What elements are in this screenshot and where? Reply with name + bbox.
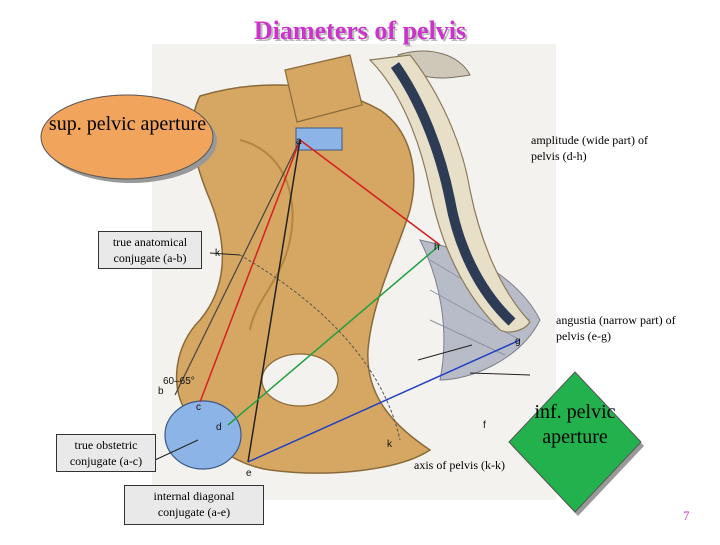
- spinal-canal: [390, 62, 516, 326]
- point-a: a: [296, 136, 302, 147]
- point-k-lower: k: [387, 439, 393, 450]
- inf-aperture-diamond: [508, 371, 642, 513]
- inf-aperture-label: inf. pelvic aperture: [534, 401, 616, 448]
- point-h: h: [434, 242, 440, 253]
- slide-title: Diameters of pelvis: [253, 16, 467, 45]
- diagonal-conjugate-line: [247, 139, 301, 463]
- true-obstetric-conjugate-label: true obstetric conjugate (a-c): [56, 434, 156, 472]
- angle-label: 60–65°: [163, 376, 195, 387]
- hip-bone: [175, 84, 432, 474]
- bone-contour: [239, 139, 294, 331]
- point-b: b: [158, 386, 164, 397]
- amplitude-label: amplitude (wide part) of pelvis (d-h): [531, 133, 648, 163]
- pointer-k: [209, 252, 241, 256]
- internal-diagonal-conjugate-label: internal diagonal conjugate (a-e): [124, 485, 264, 525]
- sup-aperture-label: sup. pelvic aperture: [48, 113, 207, 135]
- pointer-obstetric: [154, 439, 199, 461]
- point-e: e: [246, 468, 252, 479]
- obturator-foramen: [261, 353, 339, 407]
- pelvic-axis-curve: [239, 254, 401, 441]
- amplitude-line: [227, 244, 441, 426]
- vertebra-l5: [284, 54, 363, 123]
- point-f: f: [483, 420, 486, 431]
- pointer-f: [469, 372, 531, 376]
- promontory-surface: [295, 127, 343, 151]
- true-anatomical-conjugate-label: true anatomical conjugate (a-b): [98, 231, 202, 269]
- point-g: g: [515, 336, 521, 347]
- point-k-upper: k: [215, 248, 221, 259]
- anatomical-conjugate-line: [299, 139, 441, 246]
- angustia-label: angustia (narrow part) of pelvis (e-g): [556, 313, 676, 343]
- page-number: 7: [683, 508, 690, 523]
- angustia-line: [247, 339, 521, 463]
- point-c: c: [196, 402, 201, 413]
- line-a-b: [174, 139, 301, 396]
- sup-aperture-oval: [40, 94, 214, 180]
- obstetric-conjugate-line: [199, 139, 301, 403]
- point-d: d: [216, 422, 222, 433]
- pointer-g: [417, 344, 473, 361]
- axis-label: axis of pelvis (k-k): [414, 458, 505, 472]
- pubic-symphysis: [164, 400, 242, 470]
